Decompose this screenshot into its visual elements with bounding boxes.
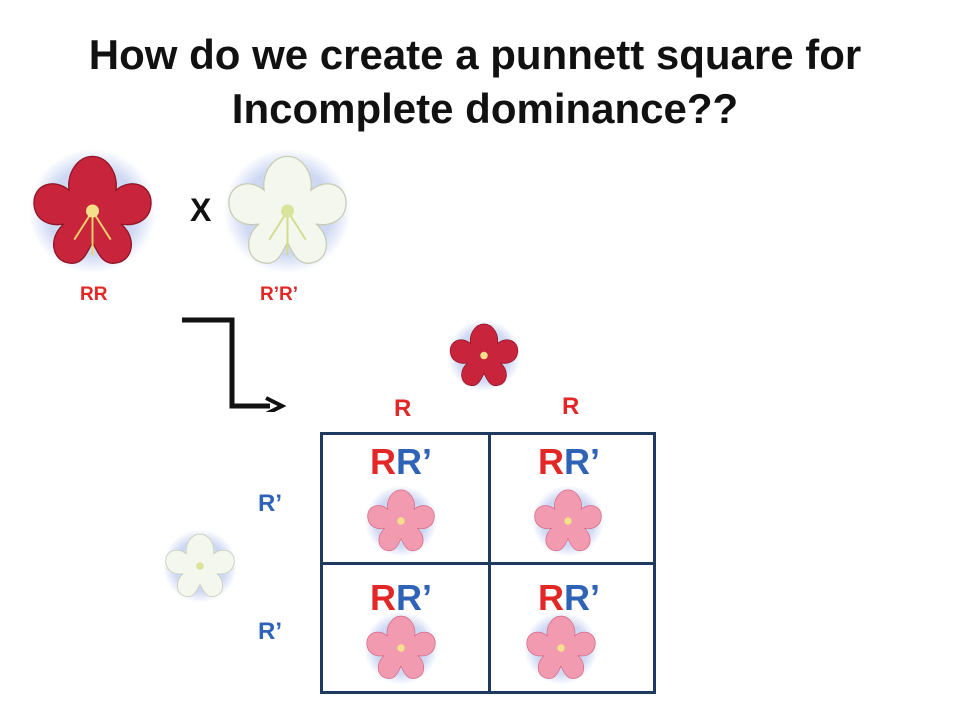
pink-flower-offspring-image [518, 610, 604, 686]
title-line-2: Incomplete dominance?? [231, 85, 739, 132]
red-flower-gamete-image [440, 318, 528, 393]
pink-flower-offspring-image [527, 484, 609, 558]
cell-genotype-bottom-right: RR’ [538, 577, 600, 618]
pink-flower-offspring-image [360, 610, 442, 686]
white-flower-gamete-image [160, 528, 240, 604]
slide-title: How do we create a punnett square for In… [0, 28, 960, 136]
white-flower-parent-image [220, 146, 355, 276]
side-allele-1: R’ [258, 490, 282, 517]
cell-genotype-top-right: RR’ [538, 441, 600, 482]
red-flower-parent-image [20, 146, 165, 276]
top-allele-1: R [394, 395, 412, 422]
side-allele-2: R’ [258, 618, 282, 645]
cross-symbol: X [190, 192, 212, 228]
punnett-square [320, 432, 656, 694]
red-parent-genotype: RR [80, 284, 108, 305]
cell-genotype-top-left: RR’ [370, 441, 432, 482]
top-allele-2: R [562, 393, 580, 420]
white-parent-genotype: R’R’ [260, 284, 298, 305]
pink-flower-offspring-image [360, 484, 442, 558]
cell-genotype-bottom-left: RR’ [370, 577, 432, 618]
bent-arrow-icon [182, 317, 287, 412]
grid-divider-horizontal [323, 562, 653, 565]
title-line-1: How do we create a punnett square for [88, 31, 862, 78]
